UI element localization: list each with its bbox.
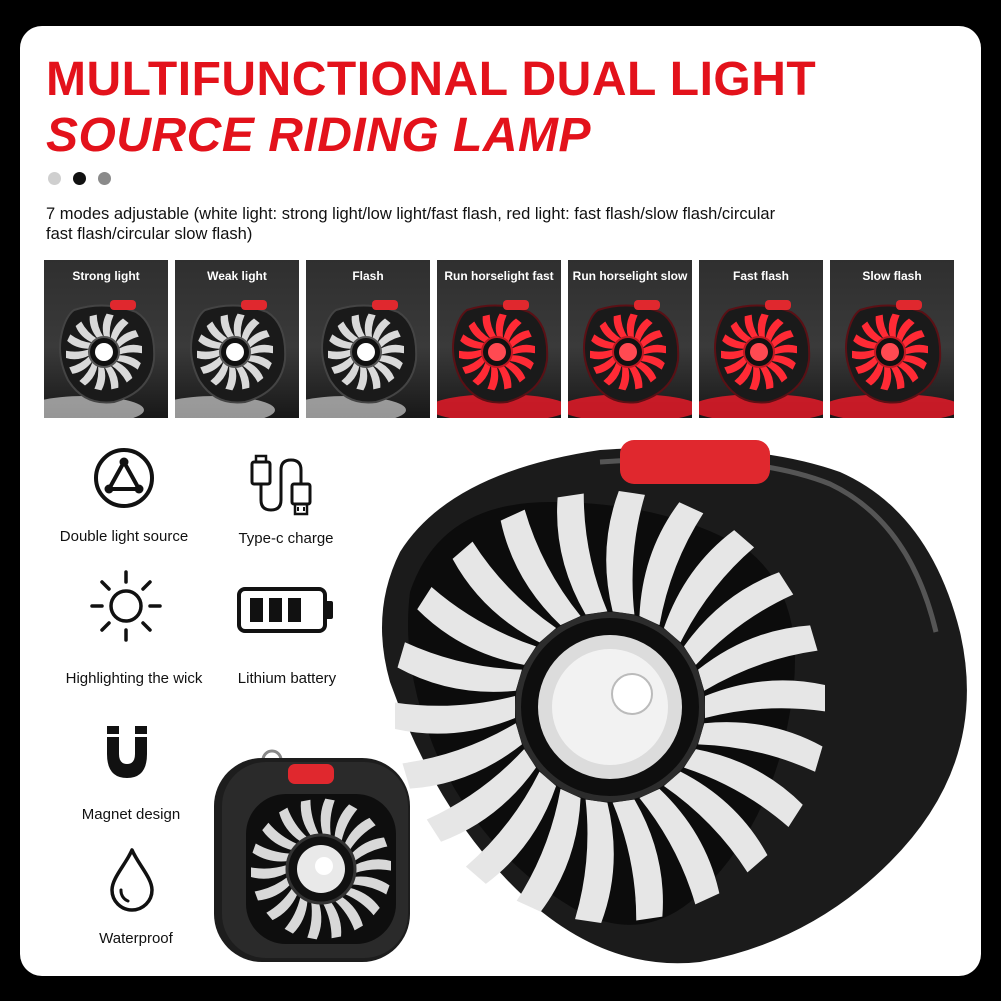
lamp-red-icon xyxy=(699,300,823,418)
lamp-red-icon xyxy=(437,300,561,418)
mode-label: Slow flash xyxy=(862,269,922,283)
lamp-white-icon xyxy=(306,300,418,418)
title-line-2: SOURCE RIDING LAMP xyxy=(46,109,592,162)
page-title: MULTIFUNCTIONAL DUAL LIGHT SOURCE RIDING… xyxy=(46,52,946,164)
modes-description: 7 modes adjustable (white light: strong … xyxy=(46,205,776,243)
lamp-white-icon xyxy=(175,300,287,418)
large-lamp-image xyxy=(382,440,967,964)
triangle-nodes-icon xyxy=(94,448,154,508)
feature-label: Highlighting the wick xyxy=(65,670,203,687)
lamp-red-icon xyxy=(568,300,692,418)
mode-tile: Weak light xyxy=(175,260,299,418)
product-card: MULTIFUNCTIONAL DUAL LIGHT SOURCE RIDING… xyxy=(20,26,981,976)
feature-label: Waterproof xyxy=(99,930,173,947)
small-lamp-image xyxy=(214,749,410,962)
magnet-icon xyxy=(107,726,147,778)
mode-tile: Fast flash xyxy=(699,260,823,418)
mode-tile: Strong light xyxy=(44,260,168,418)
mode-label: Flash xyxy=(352,269,384,283)
water-drop-icon xyxy=(110,848,154,912)
mode-tile: Run horselight slow xyxy=(568,260,692,418)
mode-tile: Flash xyxy=(306,260,430,418)
feature-label: Magnet design xyxy=(81,806,181,823)
feature-label: Lithium battery xyxy=(237,670,337,687)
mode-label: Run horselight fast xyxy=(444,269,554,283)
feature-label: Type-c charge xyxy=(238,530,334,547)
lamp-white-icon xyxy=(44,300,156,418)
lamp-red-icon xyxy=(830,300,954,418)
sun-icon xyxy=(90,570,162,642)
color-selector xyxy=(48,172,111,185)
mode-label: Fast flash xyxy=(732,269,789,283)
color-dot-gray[interactable] xyxy=(98,172,111,185)
feature-label: Double light source xyxy=(59,528,189,545)
mode-label: Weak light xyxy=(207,269,267,283)
mode-strip: Strong light Weak light Flash Run horsel… xyxy=(44,260,956,418)
battery-icon xyxy=(237,587,333,633)
mode-label: Run horselight slow xyxy=(572,269,688,283)
title-line-1: MULTIFUNCTIONAL DUAL LIGHT xyxy=(46,53,817,106)
usb-cable-icon xyxy=(250,454,312,516)
color-dot-silver[interactable] xyxy=(48,172,61,185)
mode-tile: Slow flash xyxy=(830,260,954,418)
mode-label: Strong light xyxy=(72,269,140,283)
color-dot-black[interactable] xyxy=(73,172,86,185)
mode-tile: Run horselight fast xyxy=(437,260,561,418)
